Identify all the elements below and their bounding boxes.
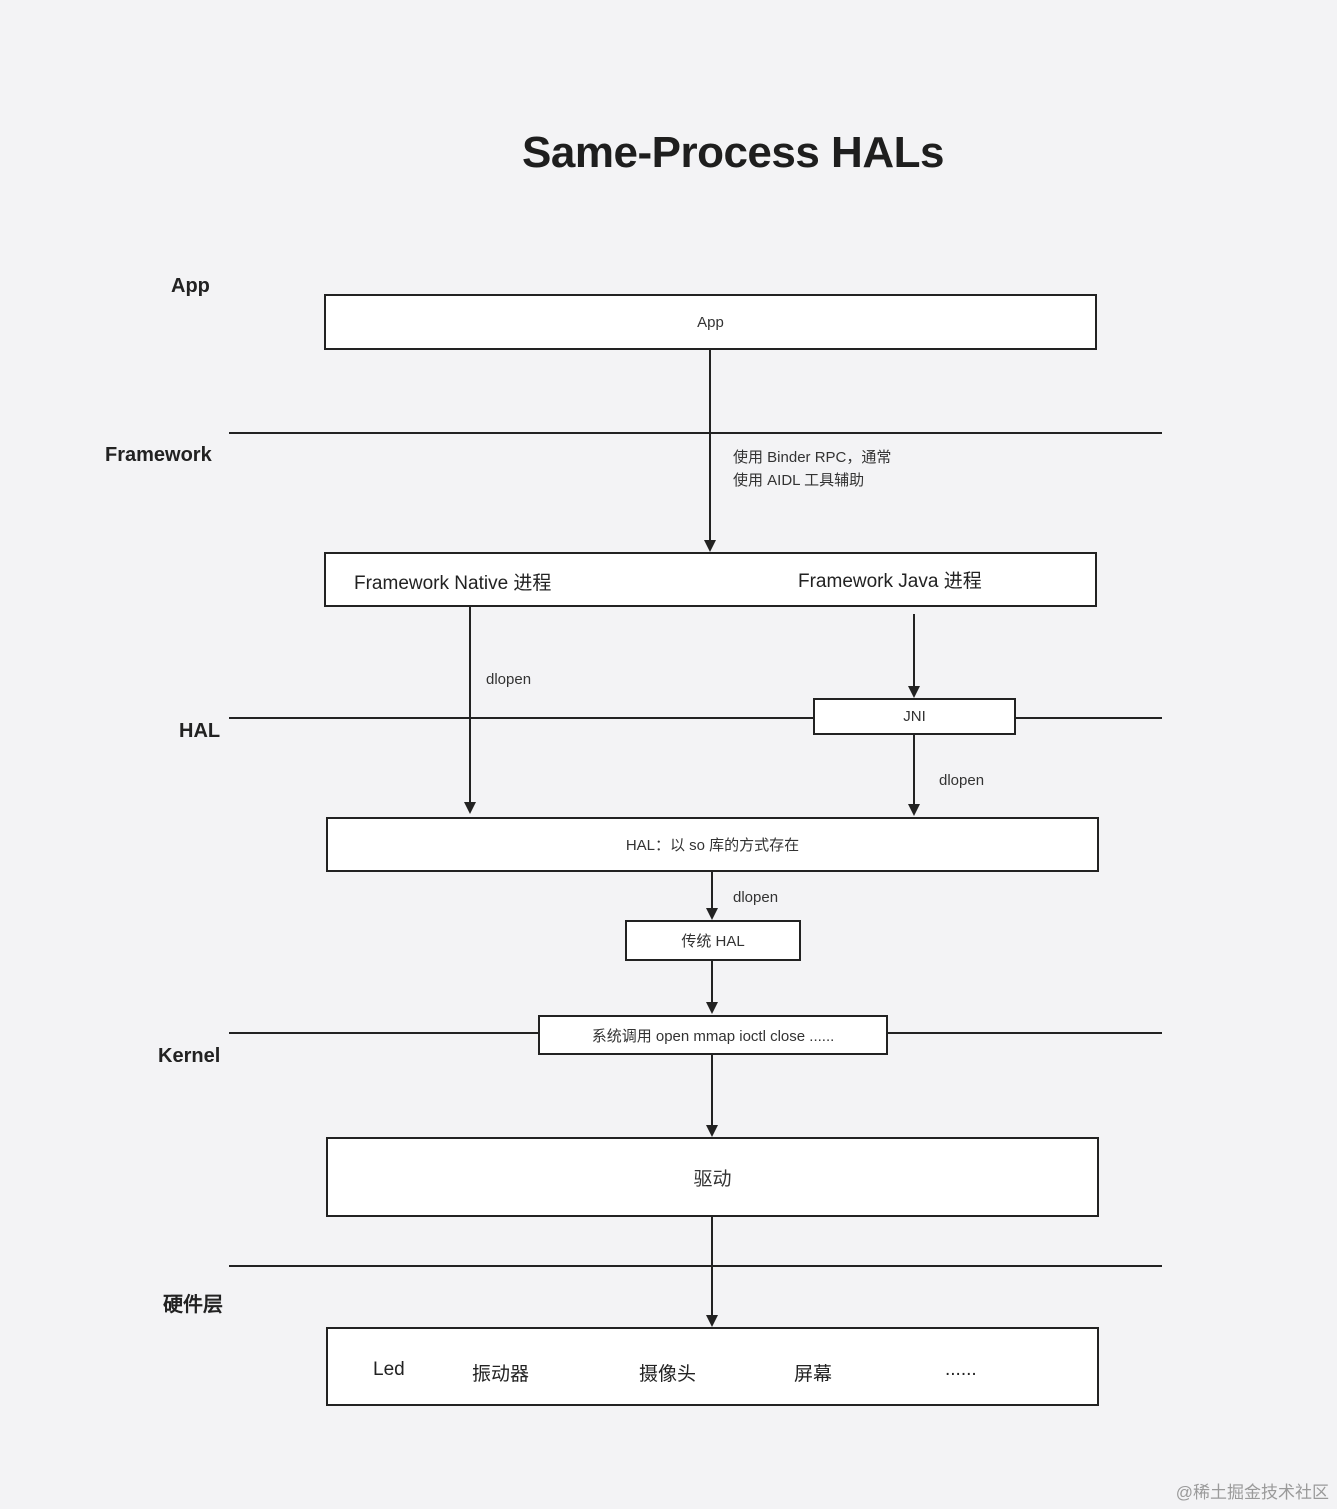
legacy-syscall-line [711,960,713,1003]
app-box: App [324,294,1097,350]
jni-box: JNI [813,698,1016,735]
driver-hardware-arrowhead [706,1315,718,1327]
binder-note-line1: 使用 Binder RPC，通常 [733,449,892,466]
java-jni-arrowhead [908,686,920,698]
framework-native-label: Framework Native 进程 [354,573,552,594]
hal-so-box-label: HAL：以 so 库的方式存在 [625,837,800,854]
native-dlopen-label: dlopen [486,671,532,688]
app-box-label: App [697,313,724,331]
hardware-box: Led 振动器 摄像头 屏幕 ...... [326,1327,1099,1406]
native-dlopen-line [469,606,471,803]
binder-arrowhead [704,540,716,552]
jni-dlopen-arrowhead [908,804,920,816]
layer-label-app: App [171,275,210,297]
hardware-item-vibrator: 振动器 [472,1364,530,1385]
syscall-box: 系统调用 open mmap ioctl close ...... [538,1015,888,1055]
syscall-driver-arrowhead [706,1125,718,1137]
framework-process-box: Framework Native 进程 Framework Java 进程 [324,552,1097,607]
jni-dlopen-line [913,734,915,805]
hal-so-box: HAL：以 so 库的方式存在 [326,817,1099,872]
diagram-title: Same-Process HALs [522,128,944,177]
hal-dlopen-label: dlopen [733,889,779,906]
driver-box-label: 驱动 [693,1168,732,1190]
binder-arrow-line [709,349,711,541]
layer-divider-framework [229,432,1162,434]
layer-label-hal: HAL [179,720,221,742]
jni-box-label: JNI [903,708,926,725]
binder-note-line2: 使用 AIDL 工具辅助 [733,472,865,489]
framework-java-label: Framework Java 进程 [798,571,982,592]
hal-dlopen-line [711,871,713,909]
watermark: @稀土掘金技术社区 [1175,1483,1329,1502]
layer-label-hardware: 硬件层 [163,1294,223,1316]
hardware-item-camera: 摄像头 [639,1364,697,1385]
layer-label-kernel: Kernel [158,1045,221,1067]
native-dlopen-arrowhead [464,802,476,814]
layer-divider-hal [229,717,1162,719]
driver-hardware-line [711,1216,713,1316]
hardware-item-screen: 屏幕 [794,1364,833,1385]
legacy-hal-box: 传统 HAL [625,920,801,961]
jni-dlopen-label: dlopen [939,772,985,789]
binder-note: 使用 Binder RPC，通常 使用 AIDL 工具辅助 [733,446,891,492]
layer-divider-hardware [229,1265,1162,1267]
hardware-item-more: ...... [945,1359,977,1380]
layer-label-framework: Framework [105,444,212,466]
legacy-hal-box-label: 传统 HAL [681,933,745,950]
java-jni-line [913,614,915,687]
hardware-item-led: Led [373,1359,405,1380]
syscall-box-label: 系统调用 open mmap ioctl close ...... [591,1027,835,1045]
syscall-driver-line [711,1054,713,1126]
hal-dlopen-arrowhead [706,908,718,920]
driver-box: 驱动 [326,1137,1099,1217]
legacy-syscall-arrowhead [706,1002,718,1014]
